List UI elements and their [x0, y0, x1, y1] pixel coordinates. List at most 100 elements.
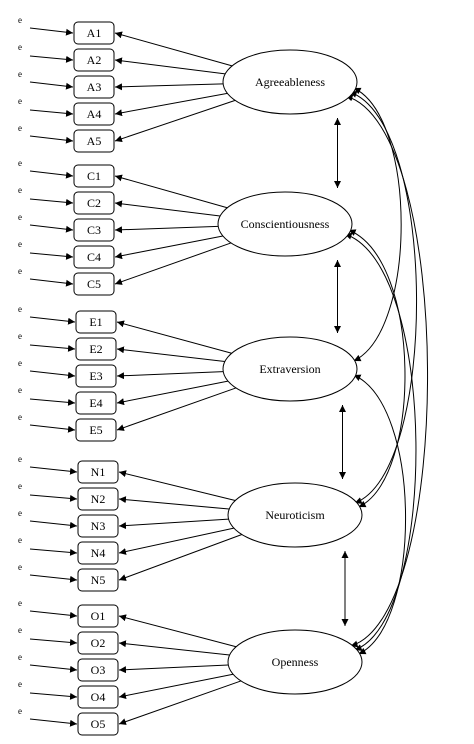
item-e5: E5 — [75, 418, 117, 442]
item-label: E3 — [89, 369, 102, 383]
item-a2: A2 — [73, 48, 115, 72]
error-label: e — [18, 42, 22, 52]
error-label: e — [18, 535, 22, 545]
loading-arrow — [114, 200, 221, 217]
factor-label: Agreeableness — [255, 75, 325, 89]
item-box — [73, 102, 115, 126]
item-box — [77, 604, 119, 628]
item-box — [73, 272, 115, 296]
error-arrow — [29, 27, 74, 36]
factor-agreeableness: Agreeableness — [222, 49, 358, 115]
item-box — [77, 631, 119, 655]
error-label: e — [18, 15, 22, 25]
item-e1: E1 — [75, 310, 117, 334]
error-arrow — [29, 424, 76, 433]
item-n2: N2 — [77, 487, 119, 511]
loading-arrow — [114, 92, 228, 117]
factor-label: Conscientiousness — [241, 217, 330, 231]
factor-label: Neuroticism — [265, 508, 325, 522]
loading-arrow — [118, 614, 237, 648]
loading-arrow — [114, 57, 226, 75]
item-label: E4 — [89, 396, 102, 410]
error-arrow — [29, 198, 74, 206]
factor-ellipse — [227, 629, 363, 695]
item-label: E1 — [89, 315, 102, 329]
error-label: e — [18, 454, 22, 464]
error-label: e — [18, 123, 22, 133]
item-c2: C2 — [73, 191, 115, 215]
item-box — [77, 685, 119, 709]
error-arrow — [29, 664, 78, 673]
item-label: E5 — [89, 423, 102, 437]
error-arrow — [29, 610, 78, 619]
error-arrow — [29, 55, 74, 63]
factor-neuroticism: Neuroticism — [227, 482, 363, 548]
covariance-agreeableness-extraversion — [353, 87, 402, 362]
item-box — [73, 218, 115, 242]
error-arrow — [29, 109, 74, 117]
error-label: e — [18, 96, 22, 106]
item-a5: A5 — [73, 129, 115, 153]
item-label: A5 — [87, 134, 102, 148]
item-box — [77, 568, 119, 592]
error-arrow — [29, 170, 74, 179]
error-label: e — [18, 652, 22, 662]
item-label: N2 — [91, 492, 106, 506]
error-arrow — [29, 344, 76, 352]
item-box — [77, 541, 119, 565]
error-label: e — [18, 598, 22, 608]
loading-arrow — [118, 664, 229, 674]
error-arrow — [29, 398, 76, 406]
item-n4: N4 — [77, 541, 119, 565]
factor-ellipse — [222, 336, 358, 402]
loading-arrow — [118, 496, 230, 510]
error-label: e — [18, 481, 22, 491]
factor-ellipse — [227, 482, 363, 548]
error-label: e — [18, 508, 22, 518]
factor-extraversion: Extraversion — [222, 336, 358, 402]
loading-arrow — [116, 371, 224, 380]
item-label: N4 — [91, 546, 106, 560]
covariance-extraversion-openness — [353, 374, 407, 655]
error-arrow — [29, 81, 74, 90]
error-label: e — [18, 625, 22, 635]
item-label: A1 — [87, 26, 102, 40]
loading-arrow — [114, 99, 236, 143]
item-c1: C1 — [73, 164, 115, 188]
error-label: e — [18, 304, 22, 314]
error-arrow — [29, 224, 74, 233]
factor-openness: Openness — [227, 629, 363, 695]
loading-arrow — [116, 387, 237, 431]
item-e3: E3 — [75, 364, 117, 388]
error-arrow — [29, 638, 78, 646]
error-label: e — [18, 239, 22, 249]
item-a1: A1 — [73, 21, 115, 45]
item-label: O1 — [91, 609, 106, 623]
item-e2: E2 — [75, 337, 117, 361]
item-box — [75, 418, 117, 442]
error-label: e — [18, 385, 22, 395]
item-box — [73, 129, 115, 153]
item-label: N5 — [91, 573, 106, 587]
loading-arrow — [118, 470, 236, 501]
error-label: e — [18, 679, 22, 689]
item-box — [77, 487, 119, 511]
item-box — [73, 245, 115, 269]
item-o1: O1 — [77, 604, 119, 628]
factor-ellipse — [217, 191, 353, 257]
item-label: A4 — [87, 107, 102, 121]
item-label: N1 — [91, 465, 106, 479]
loading-arrow — [116, 380, 229, 406]
error-label: e — [18, 412, 22, 422]
item-label: C2 — [87, 196, 101, 210]
item-box — [75, 337, 117, 361]
error-arrow — [29, 494, 78, 502]
item-n5: N5 — [77, 568, 119, 592]
error-arrow — [29, 252, 74, 260]
item-label: C4 — [87, 250, 101, 264]
covariance-agreeableness-neuroticism — [349, 90, 418, 504]
item-box — [73, 191, 115, 215]
item-box — [77, 460, 119, 484]
error-label: e — [18, 212, 22, 222]
